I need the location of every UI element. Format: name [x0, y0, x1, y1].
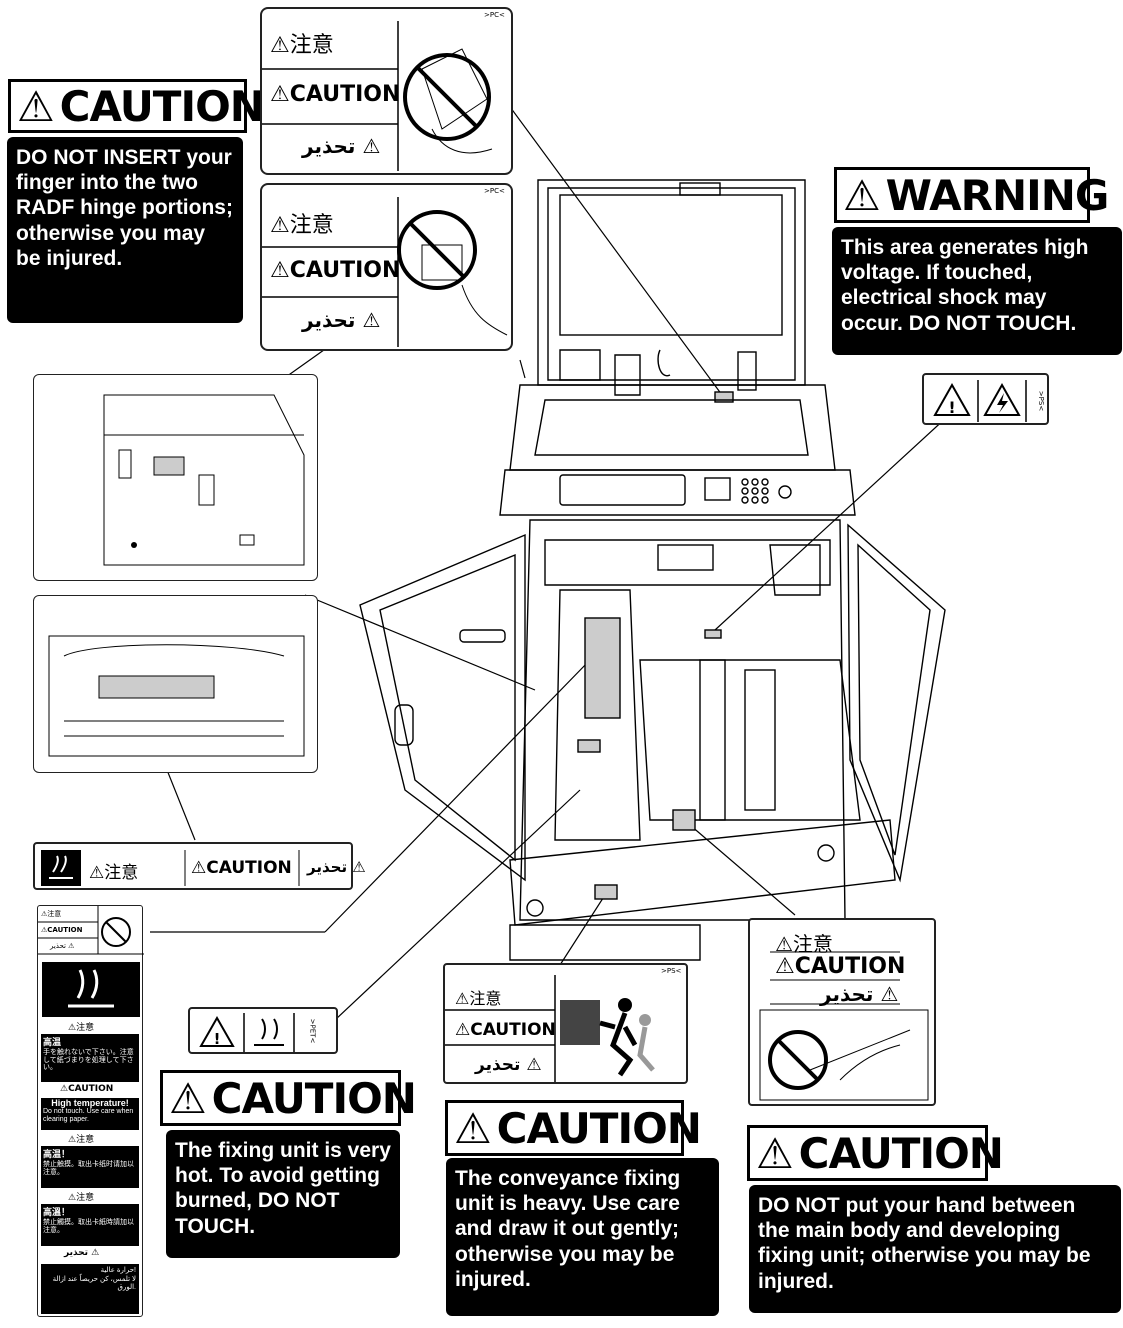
- heavy-unit-label: >PS< ⚠注意 ⚠CAUTION تحذير ⚠: [443, 963, 688, 1084]
- caution-title: CAUTION: [798, 1128, 1004, 1178]
- high-voltage-message: This area generates high voltage. If tou…: [832, 227, 1122, 355]
- hot-surface-icon: [41, 850, 81, 886]
- cn-text: 禁止触摸。取出卡纸时请加以注意。: [43, 1161, 134, 1176]
- label-code: >PS<: [661, 967, 682, 975]
- label-code: >PS<: [1037, 390, 1046, 412]
- label-en: ⚠CAUTION: [41, 926, 83, 934]
- hand-between-message: DO NOT put your hand between the main bo…: [749, 1185, 1121, 1313]
- label-jp: ⚠注意: [455, 989, 502, 1008]
- label-code: >PET<: [308, 1018, 317, 1044]
- tw-text: 禁止觸摸。取出卡紙時請加以注意。: [43, 1219, 134, 1234]
- caution-header-radf: ⚠ CAUTION: [8, 79, 265, 133]
- label-jp: ⚠注意: [41, 910, 62, 918]
- high-voltage-label: ! >PS<: [922, 373, 1049, 425]
- warning-triangle-icon: !: [933, 382, 971, 417]
- radf-label-top: >PC< ⚠注意 ⚠CAUTION تحذير ⚠: [260, 7, 513, 175]
- label-ar: تحذير ⚠: [475, 1055, 542, 1075]
- svg-text:!: !: [214, 1030, 221, 1048]
- heavy-lift-icon: [445, 975, 655, 1082]
- label-en: ⚠CAUTION: [455, 1020, 556, 1040]
- warning-triangle-icon: ⚠: [17, 81, 55, 131]
- hot-multilingual-label: ⚠注意 ⚠CAUTION تحذير ⚠ ⚠注意 高温 手を触れないで下さい。注…: [37, 905, 144, 1317]
- radf-label-bottom: >PC< ⚠注意 ⚠CAUTION تحذير ⚠: [260, 183, 513, 351]
- caution-header-conveyance: ⚠ CAUTION: [445, 1100, 702, 1156]
- label-ar: تحذير ⚠: [302, 134, 381, 158]
- label-en: ⚠CAUTION: [270, 258, 401, 283]
- warning-triangle-icon: ⚠: [169, 1073, 207, 1123]
- jp-text: 手を触れないで下さい。注意して紙づまりを処理して下さい。: [43, 1049, 134, 1072]
- hot-label-art: [38, 906, 144, 1017]
- en-text: Do not touch. Use care when clearing pap…: [43, 1108, 134, 1123]
- label-ar: تحذير ⚠: [50, 942, 75, 950]
- label-en: ⚠CAUTION: [270, 82, 401, 107]
- caution-title: CAUTION: [59, 81, 265, 131]
- label-ar: تحذير ⚠: [820, 982, 899, 1006]
- warning-triangle-icon: ⚠: [454, 1103, 492, 1153]
- hand-between-label-art: [759, 951, 929, 1101]
- svg-text:!: !: [948, 398, 955, 417]
- label-code: >PC<: [484, 11, 505, 19]
- label-jp: ⚠注意: [68, 1135, 95, 1145]
- label-en: ⚠CAUTION: [775, 954, 906, 979]
- hand-between-label: ⚠注意 ⚠CAUTION تحذير ⚠: [748, 918, 936, 1106]
- radf-hinge-message: DO NOT INSERT your finger into the two R…: [7, 137, 243, 323]
- no-hand-icon: [768, 1030, 828, 1090]
- label-jp: ⚠注意: [270, 213, 334, 238]
- jp-title: 高温: [43, 1037, 62, 1047]
- radf-zoom-art: [103, 394, 305, 566]
- label-code: >PC<: [484, 187, 505, 195]
- no-hand-icon: [262, 197, 508, 347]
- ar-title: حرارة عالية!: [100, 1267, 136, 1274]
- hot-caution-strip: ⚠注意 ⚠CAUTION تحذير ⚠: [33, 842, 366, 890]
- high-voltage-label-art: !: [933, 380, 1027, 422]
- hot-surface-icon: [254, 1018, 284, 1046]
- label-jp: ⚠注意: [89, 863, 139, 883]
- cn-title: 高温！: [43, 1149, 71, 1159]
- label-ar: تحذير ⚠: [64, 1248, 100, 1258]
- radf-zoom-panel: [33, 374, 318, 581]
- warning-triangle-icon: !: [199, 1015, 235, 1048]
- hot-caution-strip-art: [41, 850, 300, 886]
- caution-header-hand: ⚠ CAUTION: [747, 1125, 1004, 1181]
- label-ar: تحذير ⚠: [307, 858, 366, 876]
- label-en: ⚠CAUTION: [60, 1084, 114, 1094]
- tw-title: 高溫！: [43, 1207, 71, 1217]
- label-jp: ⚠注意: [68, 1023, 95, 1033]
- pet-hot-label: ! >PET<: [188, 1007, 338, 1054]
- fixing-hot-message: The fixing unit is very hot. To avoid ge…: [166, 1130, 400, 1258]
- conveyance-heavy-message: The conveyance fixing unit is heavy. Use…: [446, 1158, 719, 1316]
- caution-title: CAUTION: [211, 1073, 417, 1123]
- warning-title: WARNING: [885, 170, 1110, 220]
- en-title: High temperature!: [51, 1098, 129, 1108]
- high-voltage-icon: [983, 382, 1021, 416]
- ar-warning-block: حرارة عالية! لا تلمس، كن حريصاً عند ازال…: [41, 1264, 139, 1314]
- label-en: ⚠CAUTION: [191, 858, 292, 878]
- warning-header: ⚠ WARNING: [834, 167, 1109, 223]
- copier-body: [359, 179, 946, 961]
- tw-warning-block: 高溫！ 禁止觸摸。取出卡紙時請加以注意。: [41, 1204, 139, 1246]
- ar-text: لا تلمس، كن حريصاً عند ازالة الورق.: [52, 1276, 136, 1292]
- fixing-zoom-panel: [33, 595, 318, 773]
- label-jp: ⚠注意: [270, 33, 334, 58]
- no-hand-icon: [262, 21, 493, 171]
- jp-warning-block: 高温 手を触れないで下さい。注意して紙づまりを処理して下さい。: [41, 1034, 139, 1082]
- en-warning-block: High temperature! Do not touch. Use care…: [41, 1098, 139, 1130]
- pet-hot-label-art: !: [199, 1013, 295, 1052]
- cn-warning-block: 高温！ 禁止触摸。取出卡纸时请加以注意。: [41, 1146, 139, 1188]
- warning-triangle-icon: ⚠: [756, 1128, 794, 1178]
- hot-surface-icon: [42, 962, 140, 1017]
- fixing-zoom-art: [48, 635, 305, 757]
- warning-triangle-icon: ⚠: [843, 170, 881, 220]
- caution-header-fixing: ⚠ CAUTION: [160, 1070, 417, 1126]
- caution-title: CAUTION: [496, 1103, 702, 1153]
- label-jp: ⚠注意: [68, 1193, 95, 1203]
- label-ar: تحذير ⚠: [302, 308, 381, 332]
